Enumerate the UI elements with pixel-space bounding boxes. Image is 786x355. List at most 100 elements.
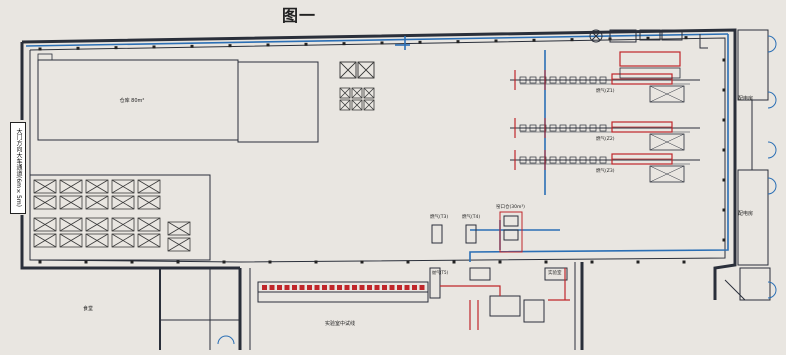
tank-units [431, 211, 523, 253]
wall-marker [130, 260, 134, 264]
conveyor-segment [284, 285, 290, 290]
conveyor-segment [344, 285, 350, 290]
rack-cell [85, 179, 109, 194]
wall-marker [84, 260, 88, 264]
conveyor-segment [359, 285, 365, 290]
lab-pipes [440, 268, 570, 330]
office-label: 食堂 [83, 305, 93, 312]
right-door-arcs [767, 35, 777, 299]
rack-cell [137, 233, 161, 248]
wall-marker [646, 36, 650, 40]
wall-marker [722, 88, 726, 92]
lab-area [257, 267, 568, 323]
kiln-line: 燃气(Z2) [510, 118, 700, 151]
wall-marker [722, 208, 726, 212]
figure-caption: 图一 [282, 6, 317, 25]
dist-room-1-label: 配电房 [738, 95, 753, 102]
wall-marker [456, 40, 460, 44]
tank-2-label: 燃气(T4) [462, 213, 480, 220]
wall-marker [722, 58, 726, 62]
kiln-lines: 燃气(Z1) 燃气(Z2) 燃气(Z3) [510, 51, 700, 183]
wall-marker [38, 260, 42, 264]
kiln-line: 燃气(Z1) [510, 70, 700, 103]
outer-walls [20, 28, 737, 350]
wall-marker [418, 40, 422, 44]
wall-marker [722, 148, 726, 152]
wall-marker [342, 42, 346, 46]
wall-marker [684, 36, 688, 40]
wall-marker [494, 39, 498, 43]
wall-marker [114, 46, 118, 50]
rack-cell [33, 233, 57, 248]
rack-cell [357, 61, 375, 79]
rack-cell [33, 217, 57, 232]
steam-station-label: 窑口仓(30m³) [496, 203, 525, 210]
conveyor-segment [307, 285, 312, 290]
rack-cell [59, 179, 83, 194]
rack-cell [363, 87, 375, 99]
dist-room-2-label: 配电房 [738, 210, 753, 217]
wall-marker [406, 260, 410, 264]
conveyor-segment [374, 285, 380, 290]
rack-cell [111, 195, 135, 210]
rack-grid-left [33, 179, 191, 252]
conveyor-segment [419, 285, 425, 290]
rack-cell [111, 217, 135, 232]
tank-1-label: 燃气(T3) [430, 213, 448, 220]
wall-marker [228, 44, 232, 48]
wall-marker [682, 260, 686, 264]
rack-cell [137, 195, 161, 210]
conveyor-segment [389, 285, 395, 290]
rack-cell [33, 179, 57, 194]
wall-marker [76, 46, 80, 50]
wall-marker [152, 45, 156, 49]
wall-marker [266, 43, 270, 47]
conveyor-segment [262, 285, 267, 290]
rack-cell [363, 99, 375, 111]
lab-room-label: 实验室 [548, 269, 562, 276]
conveyor-segment [412, 285, 417, 290]
rack-cell [167, 237, 191, 252]
wall-marker [544, 260, 548, 264]
bottom-door [217, 335, 235, 345]
conveyor-segment [299, 285, 305, 290]
top-right-equipment [589, 29, 708, 49]
storage-inner [237, 61, 319, 143]
conveyor-segment [322, 285, 327, 290]
conveyor-segment [337, 285, 342, 290]
lab-label: 实验室中试线 [325, 320, 355, 327]
rack-grid-top [339, 61, 375, 111]
rack-cell [339, 87, 351, 99]
rack-cell [111, 233, 135, 248]
rack-cell [85, 195, 109, 210]
wall-marker [722, 118, 726, 122]
rack-cell [85, 217, 109, 232]
wall-marker [532, 38, 536, 42]
wall-marker [360, 260, 364, 264]
conveyor-segment [352, 285, 357, 290]
rack-cell [351, 87, 363, 99]
rack-cell [339, 99, 351, 111]
wall-marker [590, 260, 594, 264]
kiln-line: 燃气(Z3) [510, 150, 700, 183]
burner-label: 燃气(Z2) [596, 135, 615, 142]
wall-marker [498, 260, 502, 264]
wall-marker [570, 38, 574, 42]
conveyor-segment [397, 285, 402, 290]
entrance-label: 大门方向大车通道(6m×5m) [10, 122, 26, 214]
rack-cell [167, 221, 191, 236]
rack-cell [137, 217, 161, 232]
right-rooms [724, 29, 771, 301]
wall-marker [636, 260, 640, 264]
wall-marker [38, 47, 42, 51]
burner-label: 燃气(Z1) [596, 87, 615, 94]
rack-cell [351, 99, 363, 111]
conveyor-segment [314, 285, 320, 290]
rack-cell [137, 179, 161, 194]
storage-label: 仓库 80m² [120, 97, 145, 104]
wall-marker [722, 178, 726, 182]
conveyor-segment [367, 285, 372, 290]
burner-label: 燃气(Z3) [596, 167, 615, 174]
kiln-top [619, 51, 681, 79]
